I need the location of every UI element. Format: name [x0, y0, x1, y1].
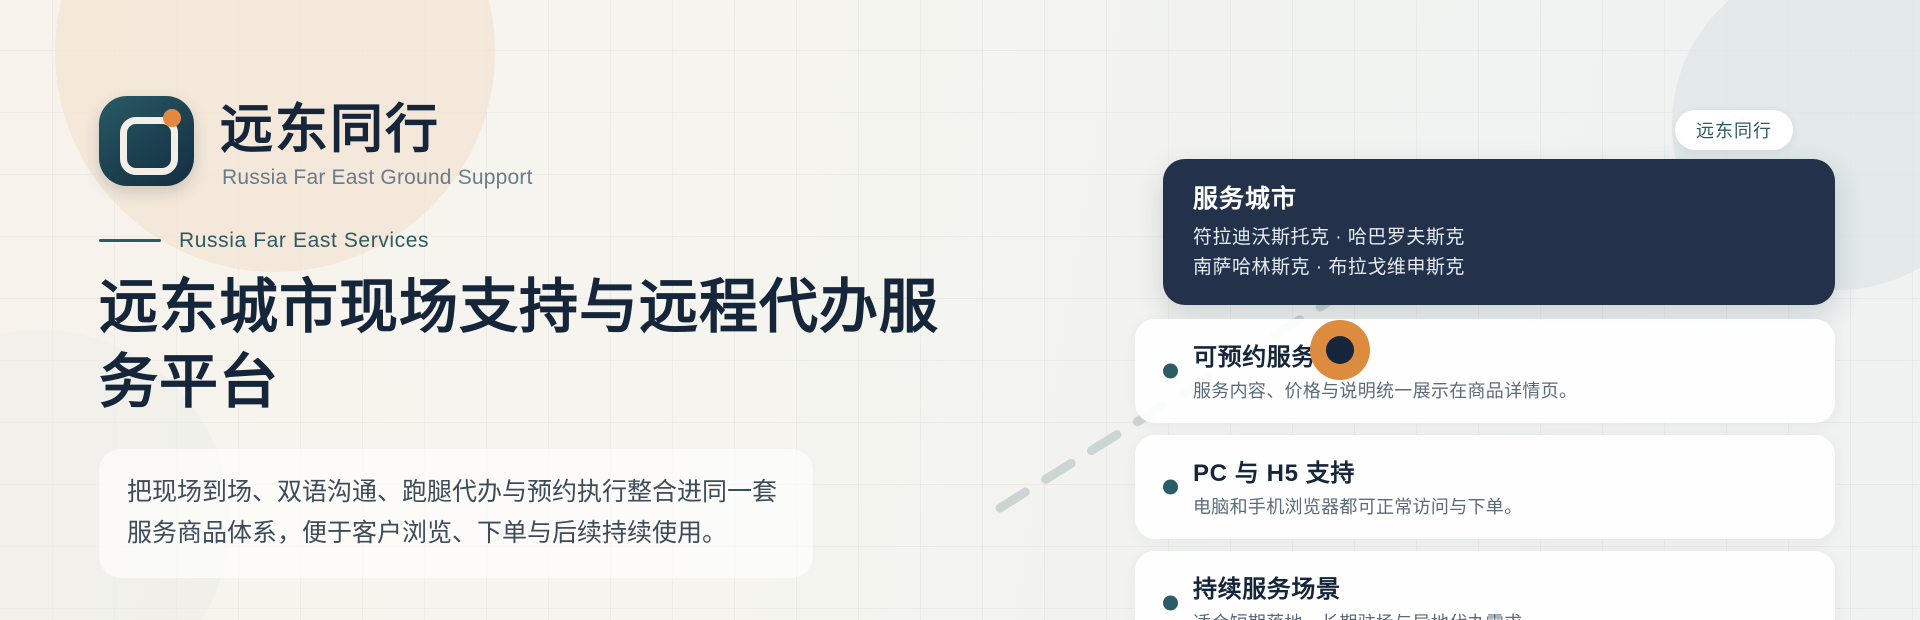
bullet-dot-icon: [1163, 595, 1178, 611]
service-cities-line: 南萨哈林斯克 · 布拉戈维申斯克: [1193, 257, 1465, 279]
hero-description: 把现场到场、双语沟通、跑腿代办与预约执行整合进同一套服务商品体系，便于客户浏览、…: [99, 449, 813, 579]
service-cities-line: 符拉迪沃斯托克 · 哈巴罗夫斯克: [1193, 227, 1465, 248]
feature-card-desc: 服务内容、价格与说明统一展示在商品详情页。: [1193, 381, 1578, 402]
feature-card[interactable]: PC 与 H5 支持 电脑和手机浏览器都可正常访问与下单。: [1135, 435, 1835, 540]
hero-left-column: 远东同行 Russia Far East Ground Support Russ…: [99, 96, 959, 579]
eyebrow-rule: [99, 239, 161, 243]
bullet-dot-icon: [1163, 363, 1178, 379]
bullet-dot-icon: [1163, 479, 1178, 495]
brand-pill-badge: 远东同行: [1675, 110, 1793, 150]
feature-card-desc: 适合短期落地、长期驻场与异地代办需求。: [1193, 609, 1809, 620]
feature-card[interactable]: 持续服务场景 适合短期落地、长期驻场与异地代办需求。: [1135, 551, 1835, 620]
feature-card-title: 可预约服务商品: [1193, 344, 1366, 372]
pill-wrapper: 远东同行: [1135, 110, 1835, 150]
feature-card-list: 可预约服务商品 服务内容、价格与说明统一展示在商品详情页。 PC 与 H5 支持…: [1135, 319, 1835, 620]
service-cities-title: 服务城市: [1193, 185, 1298, 213]
eyebrow-label: Russia Far East Services: [179, 228, 430, 252]
brand-row: 远东同行 Russia Far East Ground Support: [99, 96, 959, 190]
feature-card-title: PC 与 H5 支持: [1193, 460, 1356, 488]
brand-name: 远东同行: [220, 100, 440, 159]
logo-icon: [99, 96, 194, 186]
feature-card-title: 持续服务场景: [1193, 576, 1341, 604]
logo-ring-shape: [120, 117, 178, 175]
feature-card-desc: 电脑和手机浏览器都可正常访问与下单。: [1193, 497, 1523, 518]
brand-subtitle: Russia Far East Ground Support: [222, 165, 533, 189]
feature-card[interactable]: 可预约服务商品 服务内容、价格与说明统一展示在商品详情页。: [1135, 319, 1835, 424]
logo-accent-dot-icon: [163, 109, 181, 127]
hero-right-column: 远东同行 服务城市 符拉迪沃斯托克 · 哈巴罗夫斯克 南萨哈林斯克 · 布拉戈维…: [1135, 110, 1835, 620]
page-title: 远东城市现场支持与远程代办服务平台: [99, 273, 940, 415]
brand-text-block: 远东同行 Russia Far East Ground Support: [220, 96, 533, 190]
service-cities-card: 服务城市 符拉迪沃斯托克 · 哈巴罗夫斯克 南萨哈林斯克 · 布拉戈维申斯克: [1163, 159, 1835, 306]
eyebrow: Russia Far East Services: [99, 229, 959, 253]
